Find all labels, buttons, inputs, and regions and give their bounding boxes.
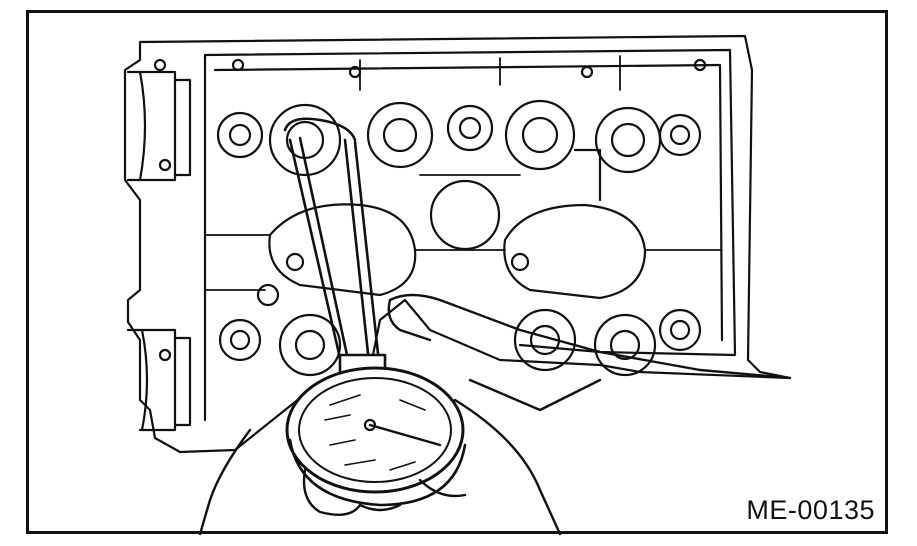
valve-pockets-bottom [218,308,702,377]
casting-ribs [204,55,721,291]
figure-id-label: ME-00135 [746,495,875,525]
cam-journal-top [126,70,192,182]
bolt-holes [153,58,707,362]
dial-gauge [285,366,467,507]
fingers [302,468,467,516]
valve-pockets-top [216,99,702,177]
combustion-chambers [268,148,647,300]
cam-journal-bottom [126,328,192,432]
hand [198,293,792,536]
cylinder-head-outline [123,34,792,454]
